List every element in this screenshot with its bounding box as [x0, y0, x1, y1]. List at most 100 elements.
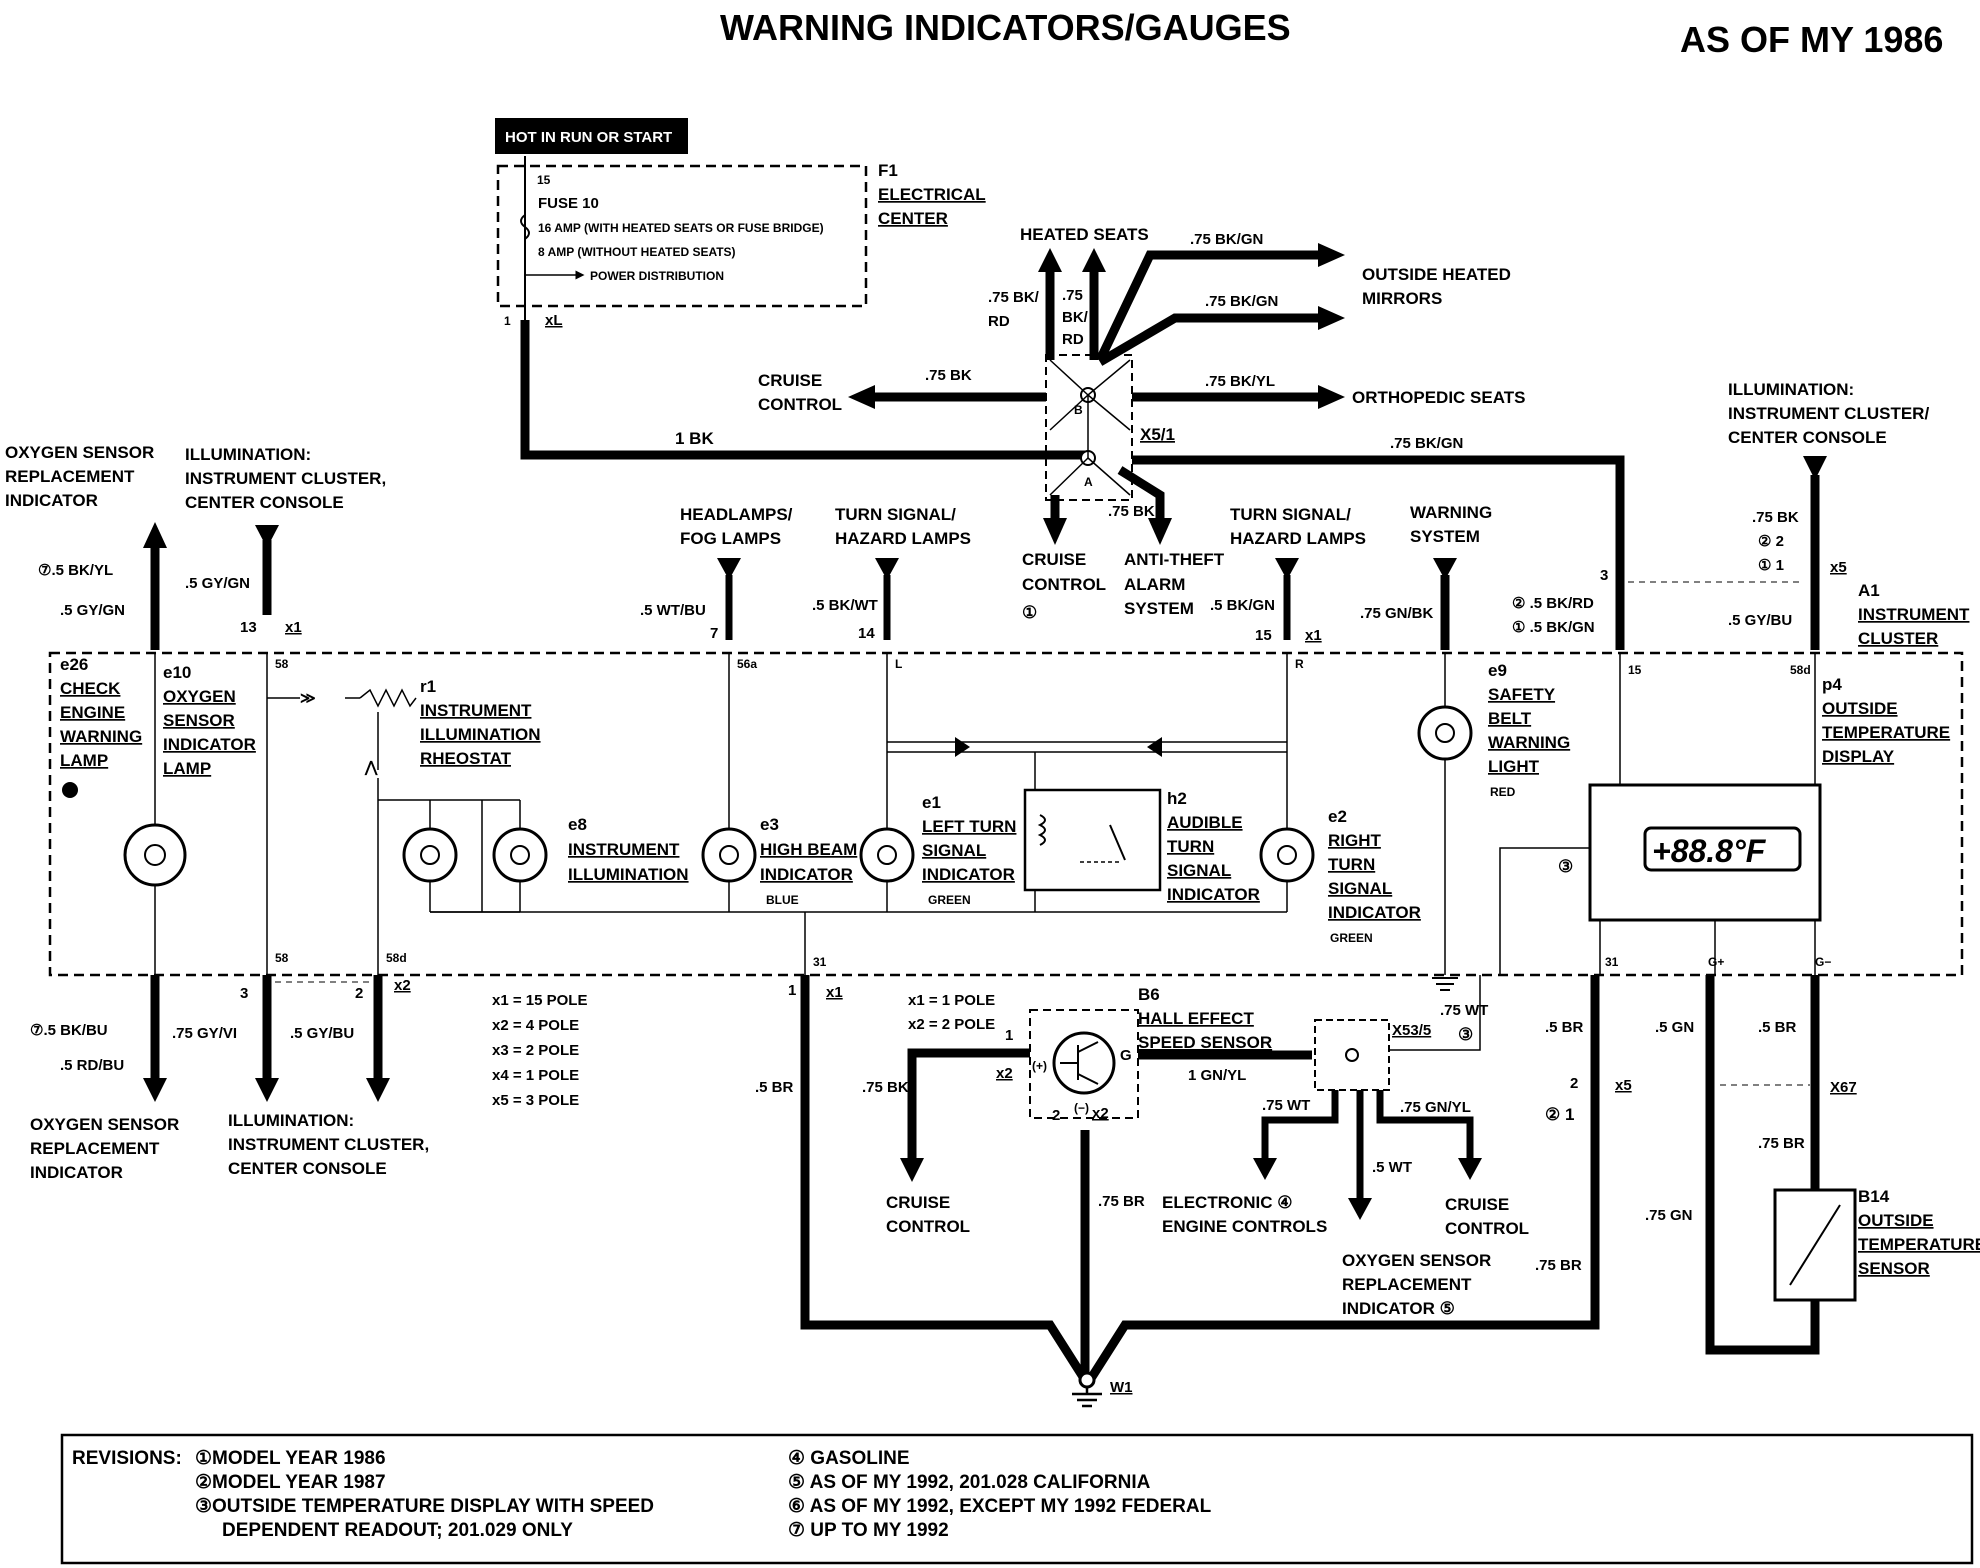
b6-x2a: x2 [996, 1065, 1013, 1082]
e2-label-1: RIGHT [1328, 831, 1382, 850]
pole-x5: x5 = 3 POLE [492, 1092, 579, 1109]
arrow-cruise-bottom [1043, 518, 1067, 545]
x2-pin-2: 2 [355, 985, 363, 1002]
fuse-symbol [520, 214, 530, 240]
e26-id: e26 [60, 655, 88, 674]
tr-wire-rd: ② .5 BK/RD [1512, 595, 1594, 612]
splice-pin-b: B [1074, 403, 1083, 417]
br-pin-2: 2 [1570, 1075, 1578, 1092]
ec-label-1: ELECTRONIC ④ [1162, 1193, 1292, 1212]
head-label-2: FOG LAMPS [680, 529, 781, 548]
fuse-pin-top: 15 [537, 173, 551, 187]
p4-id: p4 [1822, 675, 1842, 694]
hot-label: HOT IN RUN OR START [505, 129, 672, 146]
o2-wire2-label: .5 GY/GN [60, 602, 125, 619]
wire-cluster-feed-label: .75 BK/GN [1390, 435, 1463, 452]
e1-label-2: SIGNAL [922, 841, 986, 860]
b14-label-3: SENSOR [1858, 1259, 1930, 1278]
bm-pole-2: x2 = 2 POLE [908, 1016, 995, 1033]
e1-label-3: INDICATOR [922, 865, 1015, 884]
wire-antitheft [1117, 466, 1165, 520]
e1-color: GREEN [928, 893, 971, 907]
pole-x2: x2 = 4 POLE [492, 1017, 579, 1034]
pin-31-mid: 31 [813, 955, 827, 969]
cruise-top-label-1: CRUISE [758, 371, 822, 390]
rheostat-wiper-arrows: ⋀ [364, 759, 378, 776]
h2-label-4: INDICATOR [1167, 885, 1260, 904]
h2-label-1: AUDIBLE [1167, 813, 1243, 832]
x2-conn: x2 [394, 977, 411, 994]
ill-bottom-label-2: INSTRUMENT CLUSTER, [228, 1135, 429, 1154]
x53-note3: ③ [1458, 1025, 1473, 1044]
e1-label-1: LEFT TURN [922, 817, 1016, 836]
arrow-heated-seat-2 [1082, 248, 1106, 272]
b6-wire-75bk: .75 BK [862, 1079, 909, 1096]
head-wire-label: .5 WT/BU [640, 602, 706, 619]
e1-id: e1 [922, 793, 941, 812]
a1-label-2: CLUSTER [1858, 629, 1938, 648]
antitheft-label-2: ALARM [1124, 575, 1185, 594]
wire-mirror-2 [1097, 313, 1320, 366]
x53-o2-label-3: INDICATOR ⑤ [1342, 1299, 1455, 1318]
wire-ortho-label: .75 BK/YL [1205, 373, 1275, 390]
arrow-b6-cruise [900, 1158, 924, 1182]
wire-mirror1-label: .75 BK/GN [1190, 231, 1263, 248]
antitheft-label-3: SYSTEM [1124, 599, 1194, 618]
b14-label-1: OUTSIDE [1858, 1211, 1934, 1230]
splice-x53-box [1314, 1019, 1390, 1091]
arrow-antitheft [1148, 518, 1172, 545]
b14-id: B14 [1858, 1187, 1890, 1206]
ground-w1-node [1078, 1371, 1096, 1389]
wire-hs2b-label: BK/ [1062, 309, 1089, 326]
lamp-e8b [492, 827, 548, 883]
ill-top-label-1: ILLUMINATION: [185, 445, 311, 464]
x53-wire-75wt: .75 WT [1440, 1002, 1488, 1019]
lamp-e2 [1259, 827, 1315, 883]
revisions-box [60, 1433, 1974, 1565]
e2-label-4: INDICATOR [1328, 903, 1421, 922]
wire-hs2-label: .75 [1062, 287, 1083, 304]
pin-31-right: 31 [1605, 955, 1619, 969]
b6-plus: (+) [1032, 1059, 1047, 1073]
e26-note-icon [62, 782, 78, 798]
splice-star [1049, 359, 1131, 496]
b6-cruise-label-1: CRUISE [886, 1193, 950, 1212]
br-wire-5br2: .5 BR [1758, 1019, 1797, 1036]
warn-wire-label: .75 GN/BK [1360, 605, 1434, 622]
wire-hs1b-label: RD [988, 313, 1010, 330]
ill-bottom-label-1: ILLUMINATION: [228, 1111, 354, 1130]
arrow-heated-seat-1 [1038, 248, 1062, 272]
tr-rev2: ② 2 [1758, 533, 1784, 550]
ill-top-label-3: CENTER CONSOLE [185, 493, 344, 512]
pole-x3: x3 = 2 POLE [492, 1042, 579, 1059]
temp-display-readout: +88.8°F [1652, 833, 1767, 869]
e26-label-3: WARNING [60, 727, 142, 746]
x53-wire-75gnyl: .75 GN/YL [1400, 1099, 1471, 1116]
wire-gy-vi: .75 GY/VI [172, 1025, 237, 1042]
e3-label-2: INDICATOR [760, 865, 853, 884]
head-pin: 7 [710, 625, 718, 642]
a1-id: A1 [1858, 581, 1880, 600]
cruise-top-label-2: CONTROL [758, 395, 842, 414]
head-label-1: HEADLAMPS/ [680, 505, 793, 524]
arrow-x53-o2 [1348, 1198, 1372, 1220]
bm-pole-1: x1 = 1 POLE [908, 992, 995, 1009]
wire-x53-cruise [1376, 1090, 1474, 1160]
lamp-e1 [859, 827, 915, 883]
heated-seats-label: HEATED SEATS [1020, 225, 1149, 244]
a1-label-1: INSTRUMENT [1858, 605, 1970, 624]
buzzer-coil [1037, 814, 1046, 846]
wire-b6-cruise [907, 1048, 1030, 1160]
arrow-ill-top [255, 525, 279, 548]
bm-conn-x1: x1 [826, 984, 843, 1001]
hot-label-box [495, 118, 688, 154]
pole-x4: x4 = 1 POLE [492, 1067, 579, 1084]
fuse-pin-bottom: 1 [504, 314, 511, 328]
o2-bottom-label-2: REPLACEMENT [30, 1139, 160, 1158]
arrow-x53-ec [1253, 1158, 1277, 1180]
ill-conn: x1 [285, 619, 302, 636]
tr-conn: x5 [1830, 559, 1847, 576]
antitheft-label-1: ANTI-THEFT [1124, 550, 1225, 569]
e26-label-1: CHECK [60, 679, 121, 698]
